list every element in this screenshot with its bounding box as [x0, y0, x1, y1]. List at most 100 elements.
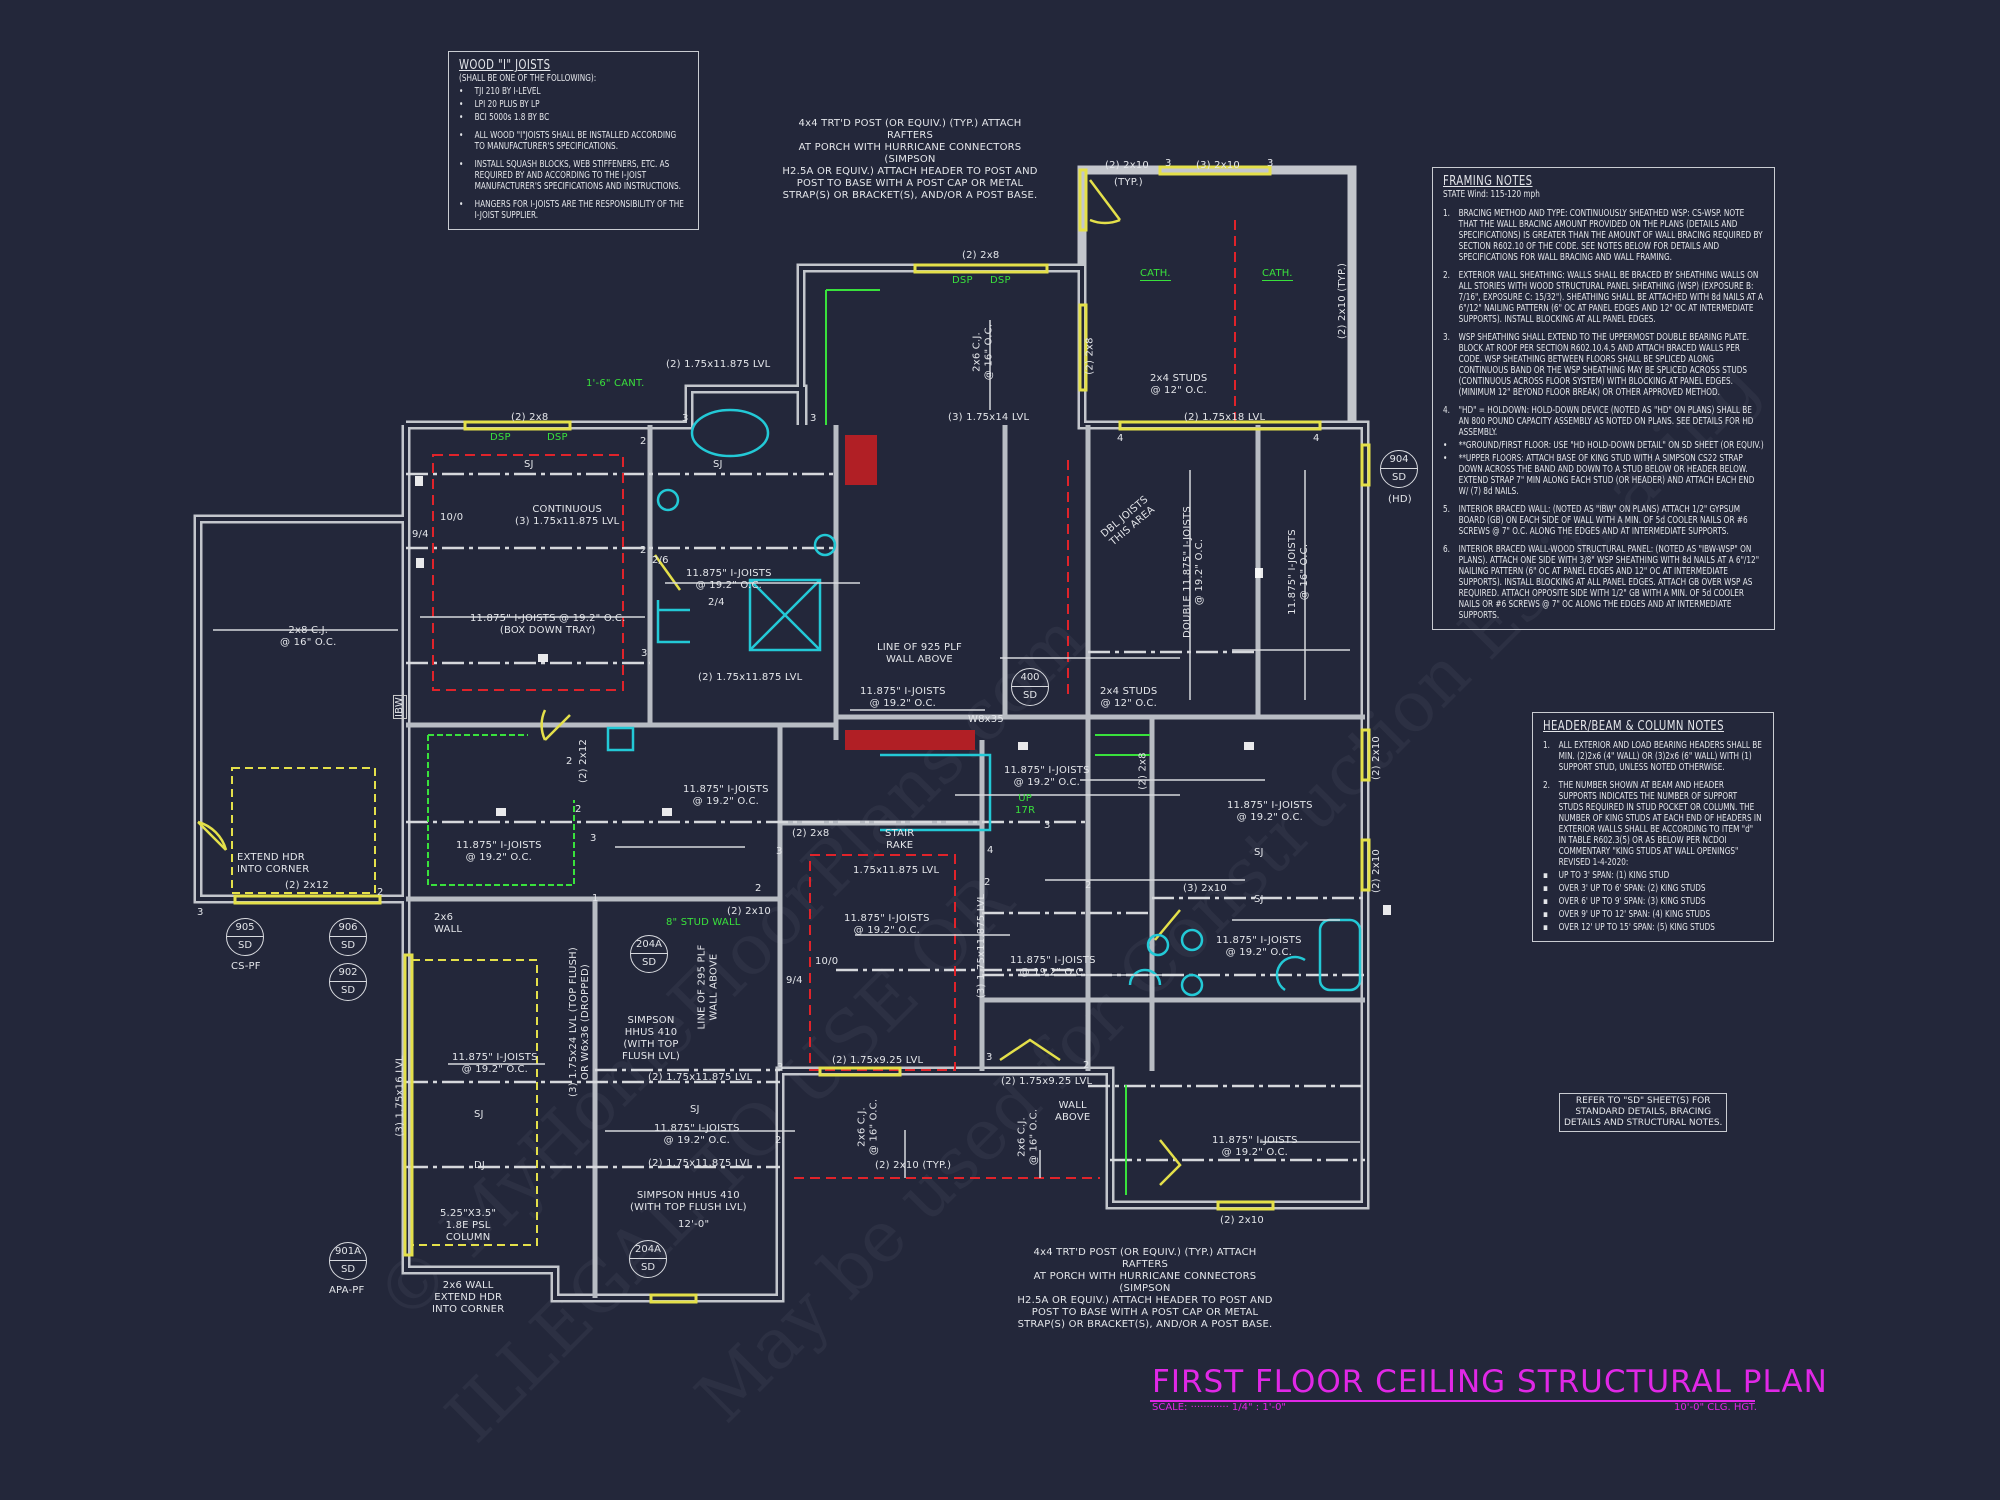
note-number: •	[1443, 440, 1448, 451]
header-label: (2) 2x8	[1137, 752, 1149, 790]
joist-label: 11.875" I-JOISTS @ 19.2" O.C.	[456, 840, 542, 863]
notes-subheading: (SHALL BE ONE OF THE FOLLOWING):	[459, 73, 597, 84]
joist-label: 11.875" I-JOISTS @ 19.2" O.C.	[1212, 1135, 1298, 1158]
joist-label: 11.875" I-JOISTS @ 19.2" O.C.	[1010, 955, 1096, 978]
support-count: 3	[1267, 158, 1274, 169]
studs-label: 2x4 STUDS @ 12" O.C.	[1150, 373, 1208, 396]
gray-posts	[415, 476, 1391, 915]
stud-wall-label: 8" STUD WALL	[666, 917, 741, 928]
framing-note: INTERIOR BRACED WALL: (NOTED AS "IBW" ON…	[1458, 504, 1748, 537]
framing-note: **GROUND/FIRST FLOOR: USE "HD HOLD-DOWN …	[1458, 440, 1764, 451]
support-count: 4	[987, 845, 994, 856]
joist-label: 11.875" I-JOISTS @ 19.2" O.C.	[683, 784, 769, 807]
header-label: (2) 2x8	[962, 250, 1000, 261]
king-stud-span: OVER 6' UP TO 9' SPAN: (3) KING STUDS	[1558, 896, 1706, 907]
support-count: 2	[755, 883, 762, 894]
door-swings	[197, 179, 1182, 1186]
column-label: 5.25"X3.5" 1.8E PSL COLUMN	[440, 1208, 497, 1243]
joist-label: 11.875" I-JOISTS @ 19.2" O.C.	[654, 1123, 740, 1146]
ceiling-height: 10'-0" CLG. HGT.	[1674, 1402, 1757, 1413]
joist-label: 11.875" I-JOISTS @ 19.2" O.C.	[844, 913, 930, 936]
beam-label: (2) 1.75x11.875 LVL	[698, 672, 803, 683]
sj-label: SJ	[690, 1104, 700, 1115]
dj-label: DJ	[474, 1160, 486, 1171]
framing-note: BRACING METHOD AND TYPE: CONTINUOUSLY SH…	[1458, 208, 1763, 263]
support-count: 2	[640, 545, 647, 556]
header-label: (2) 2x12	[285, 880, 329, 891]
support-count: 2	[1085, 880, 1092, 891]
dsp-label: DSP	[490, 432, 511, 443]
joist-span-arrows	[213, 320, 1360, 1178]
header-label: (2) 2x10	[1105, 160, 1149, 171]
steel-beam-label: W8x35	[968, 714, 1004, 725]
ceiling-joist-label: 2x8 C.J. @ 16" O.C.	[280, 625, 337, 648]
support-count: 2	[984, 877, 991, 888]
wood-i-joists-notes: WOOD "I" JOISTS (SHALL BE ONE OF THE FOL…	[448, 51, 699, 230]
note-number: 2.	[1543, 780, 1550, 791]
header-label: (3) 2x10	[1183, 883, 1227, 894]
plumbing-fixtures	[606, 408, 1362, 997]
support-count: 2	[575, 804, 582, 815]
joist-label: 11.875" I-JOISTS @ 19.2" O.C.	[452, 1052, 538, 1075]
header-label: (2) 2x10	[1370, 736, 1382, 780]
ceiling-joist-label: 2x6 C.J. @ 16" O.C.	[971, 323, 995, 381]
header-label: (2) 2x8	[511, 412, 549, 423]
joist-label: 11.875" I-JOISTS @ 16" O.C.	[1286, 529, 1310, 615]
joist-note: HANGERS FOR I-JOISTS ARE THE RESPONSIBIL…	[474, 199, 684, 221]
dimension-label: 12'-0"	[678, 1219, 710, 1230]
dsp-label: DSP	[990, 275, 1011, 286]
joist-note: INSTALL SQUASH BLOCKS, WEB STIFFENERS, E…	[474, 159, 681, 192]
title-underline	[1150, 1400, 1755, 1402]
king-stud-span: OVER 9' UP TO 12' SPAN: (4) KING STUDS	[1558, 909, 1711, 920]
support-count: 3	[776, 846, 783, 857]
notes-heading: FRAMING NOTES	[1443, 174, 1533, 189]
dsp-label: DSP	[547, 432, 568, 443]
joist-product: BCI 5000s 1.8 BY BC	[474, 112, 550, 123]
header-label: (2) 2x8	[792, 828, 830, 839]
support-count: 3	[1044, 820, 1051, 831]
joist-label: 11.875" I-JOISTS @ 19.2" O.C. (BOX DOWN …	[470, 613, 626, 636]
beam-label: CONTINUOUS (3) 1.75x11.875 LVL	[515, 504, 620, 527]
ibw-label: IBW	[392, 695, 407, 719]
beam-label: (2) 1.75x11.875 LVL	[666, 359, 771, 370]
header-note: THE NUMBER SHOWN AT BEAM AND HEADER SUPP…	[1558, 780, 1762, 868]
porch-post-note: 4x4 TRT'D POST (OR EQUIV.) (TYP.) ATTACH…	[1017, 1247, 1273, 1330]
wall-label: 2x6 WALL EXTEND HDR INTO CORNER	[432, 1280, 505, 1315]
king-stud-span: UP TO 3' SPAN: (1) KING STUD	[1558, 870, 1670, 881]
support-count: 2	[377, 887, 384, 898]
stair-up-label: UP 17R	[1015, 793, 1036, 816]
wall-above-label: LINE OF 925 PLF WALL ABOVE	[877, 642, 962, 665]
sj-label: SJ	[1254, 847, 1264, 858]
bracing-label: APA-PF	[329, 1285, 365, 1296]
joist-product: TJI 210 BY I-LEVEL	[474, 86, 541, 97]
support-count: 3	[1165, 158, 1172, 169]
wall-label: 2x6 WALL	[434, 912, 463, 935]
wall-above-label: WALL ABOVE	[1055, 1100, 1091, 1123]
joist-label: 11.875" I-JOISTS @ 19.2" O.C.	[686, 568, 772, 591]
sj-label: SJ	[524, 459, 534, 470]
refer-sd-sheets-note: REFER TO "SD" SHEET(S) FOR STANDARD DETA…	[1559, 1093, 1728, 1132]
opening-label: 10/0	[440, 512, 464, 523]
support-count: 1	[592, 893, 599, 904]
cathedral-label: CATH.	[1262, 268, 1293, 281]
beam-label: (2) 1.75x11.875 LVL	[648, 1158, 753, 1169]
dsp-label: DSP	[952, 275, 973, 286]
drawing-scale: SCALE: ············ 1/4" : 1'-0"	[1152, 1402, 1287, 1413]
yellow-headers	[233, 165, 1371, 1304]
header-label: (2) 2x10 (TYP.)	[875, 1160, 952, 1171]
support-count: 2	[1083, 1060, 1090, 1071]
header-label: (TYP.)	[1114, 177, 1143, 188]
cathedral-label: CATH.	[1140, 268, 1171, 281]
framing-note: WSP SHEATHING SHALL EXTEND TO THE UPPERM…	[1458, 332, 1750, 398]
red-stair-hatch	[845, 435, 975, 750]
opening-label: 2/6	[652, 555, 669, 566]
